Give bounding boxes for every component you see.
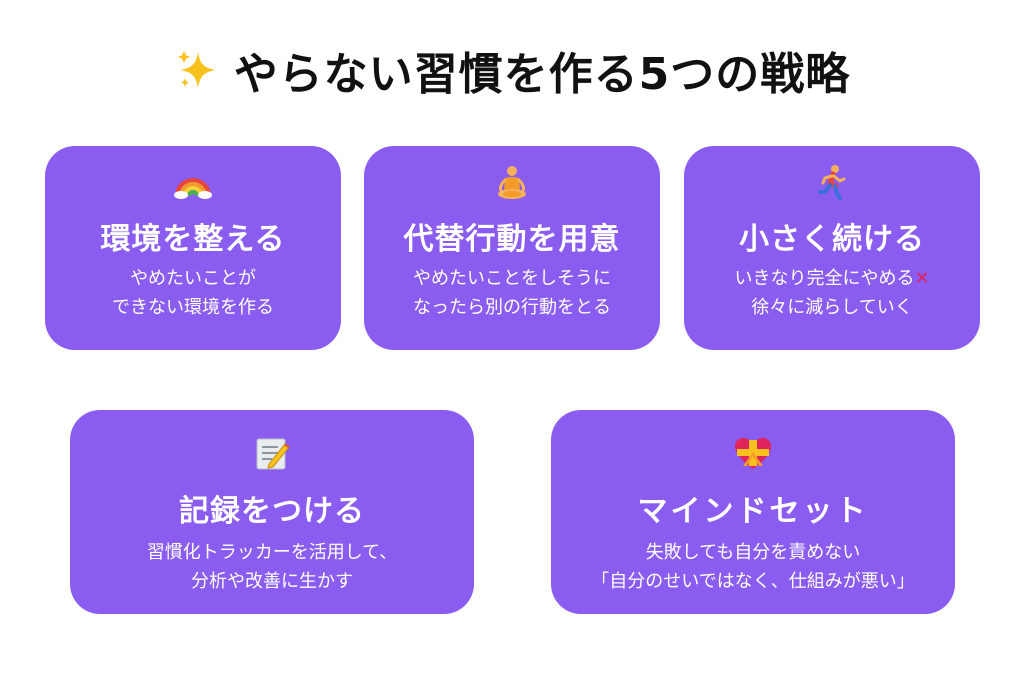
card-description: 習慣化トラッカーを活用して、 分析や改善に生かす (70, 538, 474, 596)
memo-pencil-icon (70, 436, 474, 472)
meditation-person-icon (364, 164, 660, 202)
card-description-line: できない環境を作る (112, 297, 274, 318)
card-description-line: なったら別の行動をとる (413, 297, 611, 318)
sparkles-icon (174, 46, 222, 94)
card-description-text: いきなり完全にやめる (734, 268, 915, 289)
running-person-icon (684, 164, 980, 200)
card-description-line: いきなり完全にやめる✕ (684, 264, 980, 293)
heart-ribbon-icon (551, 436, 955, 472)
card-description: やめたいことが できない環境を作る (45, 264, 341, 322)
card-description: やめたいことをしそうに なったら別の行動をとる (364, 264, 660, 322)
card-description-line: 徐々に減らしていく (751, 297, 913, 318)
strategy-card-small-steps: 小さく続ける いきなり完全にやめる✕ 徐々に減らしていく (684, 146, 980, 350)
card-heading: 小さく続ける (739, 222, 925, 257)
card-description-line: 失敗しても自分を責めない (645, 542, 861, 563)
strategy-card-record: 記録をつける 習慣化トラッカーを活用して、 分析や改善に生かす (70, 410, 474, 614)
card-description-line: やめたいことをしそうに (413, 268, 611, 289)
rainbow-icon (45, 164, 341, 200)
card-description-line: 分析や改善に生かす (191, 571, 353, 592)
card-heading: 環境を整える (100, 222, 286, 257)
title-text: やらない習慣を作る5つの戦略 (233, 49, 851, 100)
card-description-line: 習慣化トラッカーを活用して、 (146, 542, 398, 563)
strategy-card-environment: 環境を整える やめたいことが できない環境を作る (45, 146, 341, 350)
card-description-line: やめたいことが (130, 268, 256, 289)
cross-mark-icon: ✕ (914, 268, 930, 289)
card-description: 失敗しても自分を責めない 「自分のせいではなく、仕組みが悪い」 (551, 538, 955, 596)
card-heading: 代替行動を用意 (403, 222, 621, 257)
strategy-card-mindset: マインドセット 失敗しても自分を責めない 「自分のせいではなく、仕組みが悪い」 (551, 410, 955, 614)
page-title: やらない習慣を作る5つの戦略 (0, 38, 1024, 102)
card-description: いきなり完全にやめる✕ 徐々に減らしていく (684, 264, 980, 322)
card-heading: マインドセット (637, 494, 869, 529)
card-description-line: 「自分のせいではなく、仕組みが悪い」 (591, 571, 915, 592)
card-heading: 記録をつける (179, 494, 365, 529)
strategy-card-alternative: 代替行動を用意 やめたいことをしそうに なったら別の行動をとる (364, 146, 660, 350)
